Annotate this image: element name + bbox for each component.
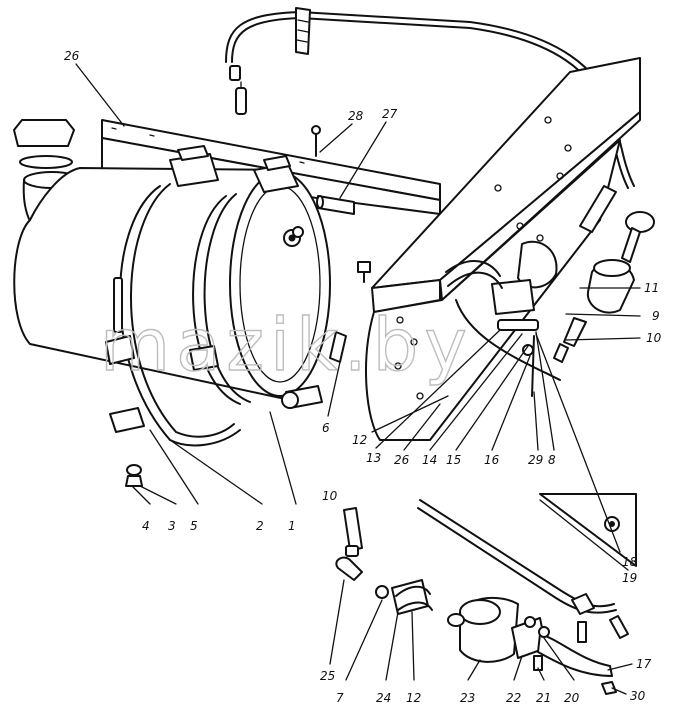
callout-8: 8 xyxy=(548,453,556,467)
callout-15: 15 xyxy=(446,453,461,467)
callout-11: 11 xyxy=(644,281,659,295)
callout-labels: 26 28 27 11 9 10 6 12 13 26 14 15 16 29 … xyxy=(64,49,662,705)
callout-21: 21 xyxy=(536,691,551,705)
callout-3: 3 xyxy=(168,519,176,533)
detail-view-wedge xyxy=(539,493,637,567)
callout-22: 22 xyxy=(506,691,521,705)
fuel-line-fittings xyxy=(445,185,655,397)
callout-1: 1 xyxy=(288,519,296,533)
callout-13: 13 xyxy=(366,451,381,465)
callout-27: 27 xyxy=(382,107,398,121)
callout-26-bottom: 26 xyxy=(394,453,410,467)
upper-fuel-line xyxy=(225,7,635,189)
tank-strap-front xyxy=(192,155,299,405)
callout-20: 20 xyxy=(564,691,580,705)
callout-17: 17 xyxy=(636,657,652,671)
callout-10-lower: 10 xyxy=(322,489,338,503)
callout-4: 4 xyxy=(142,519,150,533)
callout-7: 7 xyxy=(336,691,344,705)
callout-12-top: 12 xyxy=(352,433,367,447)
callout-10-right: 10 xyxy=(646,331,662,345)
fuel-tank xyxy=(13,167,331,409)
callout-6: 6 xyxy=(322,421,330,435)
callout-9: 9 xyxy=(652,309,660,323)
callout-23: 23 xyxy=(460,691,475,705)
callout-19: 19 xyxy=(622,571,637,585)
callout-24: 24 xyxy=(376,691,391,705)
callout-25: 25 xyxy=(320,669,335,683)
watermark: mazik.by xyxy=(100,303,473,387)
lower-fittings xyxy=(335,507,433,615)
lower-fuel-filter xyxy=(447,596,617,695)
callout-2: 2 xyxy=(256,519,264,533)
callout-16: 16 xyxy=(484,453,500,467)
tank-strap-rear xyxy=(105,145,241,447)
bolt-and-nut xyxy=(113,277,143,487)
lower-fuel-line xyxy=(417,499,629,643)
callout-5: 5 xyxy=(190,519,198,533)
line-fitting-upper xyxy=(229,65,247,115)
callout-26-top: 26 xyxy=(64,49,80,63)
pin xyxy=(311,125,321,157)
callout-12-bottom: 12 xyxy=(406,691,421,705)
inline-fuel-filter xyxy=(553,259,635,363)
leader-lines xyxy=(75,63,641,695)
callout-14: 14 xyxy=(422,453,437,467)
callout-30: 30 xyxy=(630,689,646,703)
tube-piece xyxy=(316,195,355,215)
callout-18: 18 xyxy=(622,555,638,569)
callout-28: 28 xyxy=(348,109,364,123)
callout-29: 29 xyxy=(528,453,543,467)
